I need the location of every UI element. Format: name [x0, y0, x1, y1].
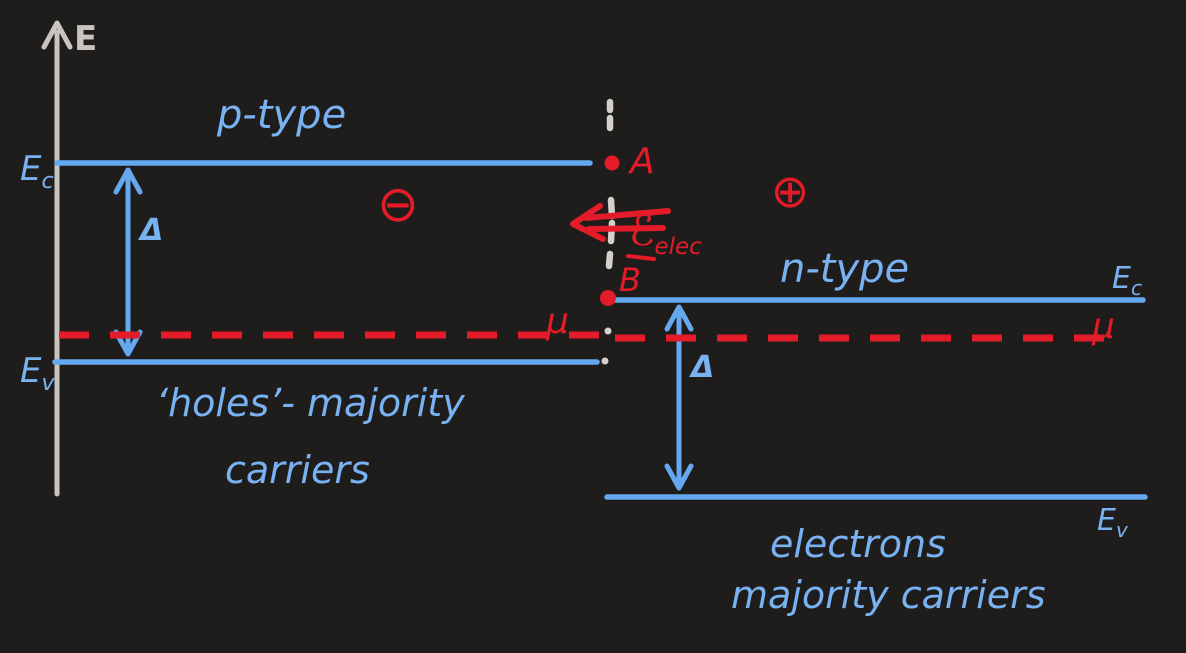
p-ev-label: Ev	[20, 351, 55, 396]
p-carrier-note-line1: ‘holes’- majority	[156, 381, 465, 425]
chemical-potential-level: μ μ	[59, 301, 1122, 347]
mu-label-right: μ	[1091, 306, 1115, 347]
e-field-label-underline	[626, 254, 656, 261]
n-ec-label: Ec	[1112, 261, 1142, 300]
n-carrier-note-line1: electrons	[770, 522, 946, 566]
junction-dotted-line	[605, 98, 616, 270]
n-ev-label: Ev	[1097, 503, 1129, 542]
energy-axis-arrowhead-icon	[41, 20, 73, 50]
point-a-marker	[604, 155, 620, 171]
p-ec-label: Ec	[20, 149, 54, 194]
p-region-title: p-type	[216, 92, 346, 138]
n-bandgap-label: Δ	[689, 350, 714, 385]
circled-plus-icon: ⊕	[771, 164, 810, 218]
p-carrier-note-line2: carriers	[225, 448, 370, 492]
mu-label-left: μ	[545, 301, 569, 342]
point-a-label: A	[628, 141, 655, 182]
energy-axis-label: E	[74, 19, 97, 59]
n-bandgap-arrow-icon	[664, 304, 694, 491]
point-b-marker	[600, 290, 616, 306]
n-carrier-note-line2: majority carriers	[731, 573, 1046, 617]
n-region-title: n-type	[780, 246, 909, 292]
point-b-label: B	[619, 261, 641, 299]
energy-axis: E	[41, 19, 97, 497]
n-region: n-type Ec Ev Δ ⊕ electrons majority carr…	[604, 164, 1148, 617]
p-bandgap-label: Δ	[138, 213, 163, 248]
e-field-label: ℰelec	[629, 206, 702, 260]
circled-minus-icon: ⊖	[377, 175, 419, 233]
junction: A B ℰelec	[570, 98, 702, 365]
junction-dot	[604, 327, 612, 335]
p-bandgap-arrow-icon	[113, 167, 143, 357]
e-field-arrow-icon	[570, 203, 671, 242]
junction-dot	[601, 357, 609, 365]
p-region: p-type Ec Ev Δ ⊖ ‘holes’- majority carri…	[20, 92, 600, 492]
